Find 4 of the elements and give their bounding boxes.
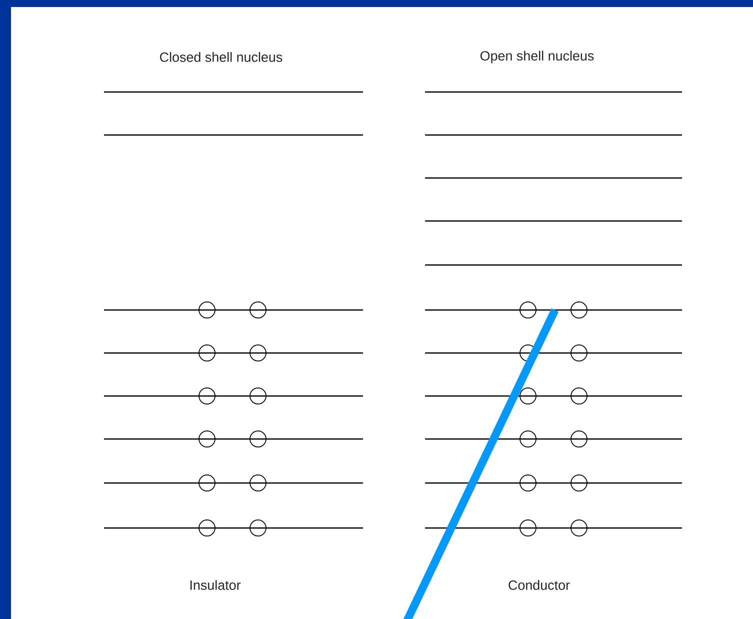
heading: Closed shell nucleus: [160, 52, 282, 62]
heading: Open shell nucleus: [480, 50, 594, 64]
caption: Conductor: [508, 580, 570, 590]
caption: Insulator: [190, 580, 241, 590]
